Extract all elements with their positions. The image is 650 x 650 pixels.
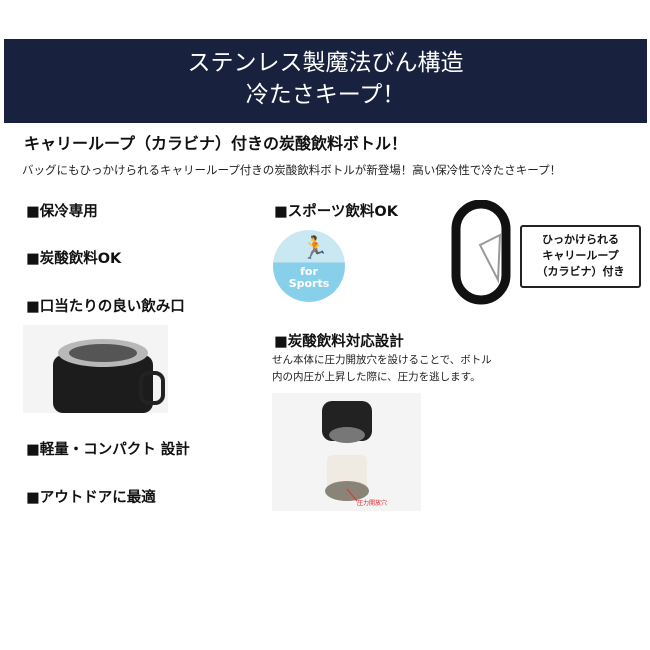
sports-title: ■スポーツ飲料OK: [274, 204, 398, 220]
headline: キャリーループ（カラビナ）付きの炭酸飲料ボトル！: [24, 134, 408, 153]
runner-icon: 🏃: [301, 236, 329, 261]
callout-line-1: ひっかけられる: [542, 233, 619, 246]
cap-image: [322, 401, 372, 502]
carbonated-desc: せん本体に圧力開放穴を設けることで、ボトル 内の内圧が上昇した際に、圧力を逃しま…: [272, 352, 492, 386]
carabiner-callout: ひっかけられる キャリーループ （カラビナ）付き: [520, 225, 641, 288]
header-banner: ステンレス製魔法びん構造 冷たさキープ！: [4, 39, 647, 123]
lead-text: バッグにもひっかけられるキャリーループ付きの炭酸飲料ボトルが新登場！高い保冷性で…: [22, 163, 562, 177]
feature-cold-only: ■保冷専用: [26, 204, 98, 220]
banner-line-1: ステンレス製魔法びん構造: [187, 50, 464, 76]
bottle-top-image: [53, 339, 165, 413]
callout-line-3: （カラビナ）付き: [536, 265, 625, 278]
badge-line-1: for: [300, 265, 318, 278]
callout-line-2: キャリーループ: [542, 249, 619, 262]
pressure-vent-label: 圧力開放穴: [357, 500, 388, 507]
banner-line-2: 冷たさキープ！: [245, 82, 406, 108]
carbonated-title: ■炭酸飲料対応設計: [274, 334, 404, 350]
feature-outdoor: ■アウトドアに最適: [26, 490, 156, 506]
badge-line-2: Sports: [288, 277, 330, 290]
feature-mouthpiece: ■口当たりの良い飲み口: [26, 299, 185, 315]
cap-photo: 圧力開放穴: [272, 393, 421, 511]
desc-line-1: せん本体に圧力開放穴を設けることで、ボトル: [272, 354, 492, 366]
carabiner-icon: [451, 200, 511, 305]
feature-carbonated-ok: ■炭酸飲料OK: [26, 251, 122, 267]
feature-lightweight: ■軽量・コンパクト 設計: [26, 442, 190, 458]
desc-line-2: 内の内圧が上昇した際に、圧力を逃します。: [272, 371, 481, 383]
for-sports-badge: 🏃 for Sports: [273, 230, 345, 302]
mouthpiece-photo: [23, 325, 168, 413]
